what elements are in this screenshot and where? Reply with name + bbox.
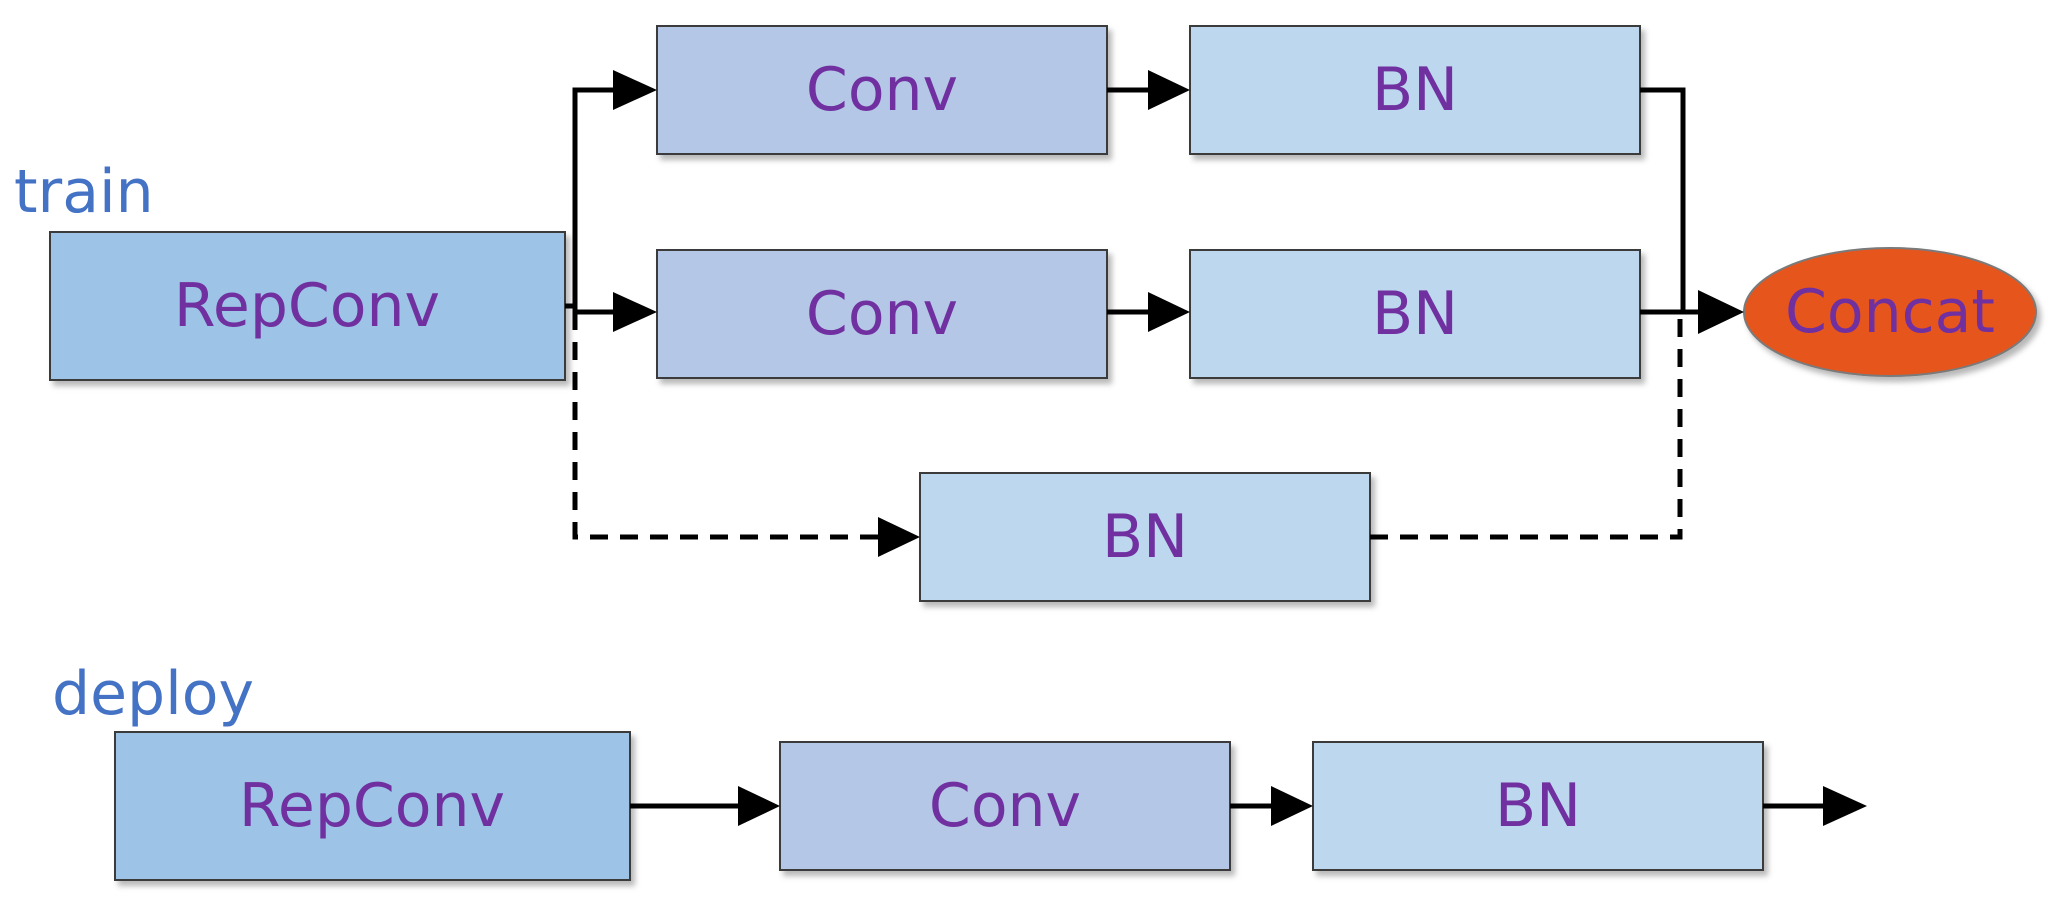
- branch1-bn-merge: [1640, 87, 1686, 312]
- train-branch2-conv-block: Conv: [656, 249, 1108, 379]
- arrow-to-concat: [1698, 290, 1744, 334]
- train-branch2-conv-label: Conv: [806, 279, 958, 349]
- arrow-to-deploy-bn: [1271, 786, 1313, 826]
- deploy-label: deploy: [52, 659, 254, 729]
- train-branch2-bn-label: BN: [1372, 279, 1458, 349]
- deploy-repconv-label: RepConv: [239, 771, 505, 841]
- deploy-connectors: [630, 786, 1867, 826]
- deploy-bn-label: BN: [1495, 771, 1581, 841]
- train-branch3-bn-block: BN: [919, 472, 1371, 602]
- deploy-conv-block: Conv: [779, 741, 1231, 871]
- train-split-trunk: [565, 87, 615, 309]
- train-split-branch2: [572, 306, 615, 315]
- train-repconv-label: RepConv: [174, 271, 440, 341]
- train-branch1-bn-block: BN: [1189, 25, 1641, 155]
- identity-dashed-in: [572, 312, 880, 540]
- arrow-to-branch2-bn: [1148, 292, 1190, 332]
- deploy-bn-block: BN: [1312, 741, 1764, 871]
- deploy-repconv-block: RepConv: [114, 731, 631, 881]
- deploy-output-arrow: [1823, 786, 1867, 826]
- train-repconv-block: RepConv: [49, 231, 566, 381]
- train-branch2-bn-block: BN: [1189, 249, 1641, 379]
- concat-label: Concat: [1785, 277, 1995, 347]
- train-branch3-bn-label: BN: [1102, 502, 1188, 572]
- concat-node: Concat: [1743, 247, 2037, 377]
- train-label: train: [14, 157, 154, 227]
- train-connectors: [565, 70, 1744, 557]
- arrow-to-branch1-bn: [1148, 70, 1190, 110]
- arrow-to-branch3-bn: [878, 517, 920, 557]
- train-branch1-bn-label: BN: [1372, 55, 1458, 125]
- train-branch1-conv-block: Conv: [656, 25, 1108, 155]
- arrow-to-branch1-conv: [613, 70, 657, 110]
- train-branch1-conv-label: Conv: [806, 55, 958, 125]
- deploy-conv-label: Conv: [929, 771, 1081, 841]
- arrow-to-branch2-conv: [613, 292, 657, 332]
- identity-dashed-out: [1370, 312, 1683, 540]
- arrow-to-deploy-conv: [738, 786, 780, 826]
